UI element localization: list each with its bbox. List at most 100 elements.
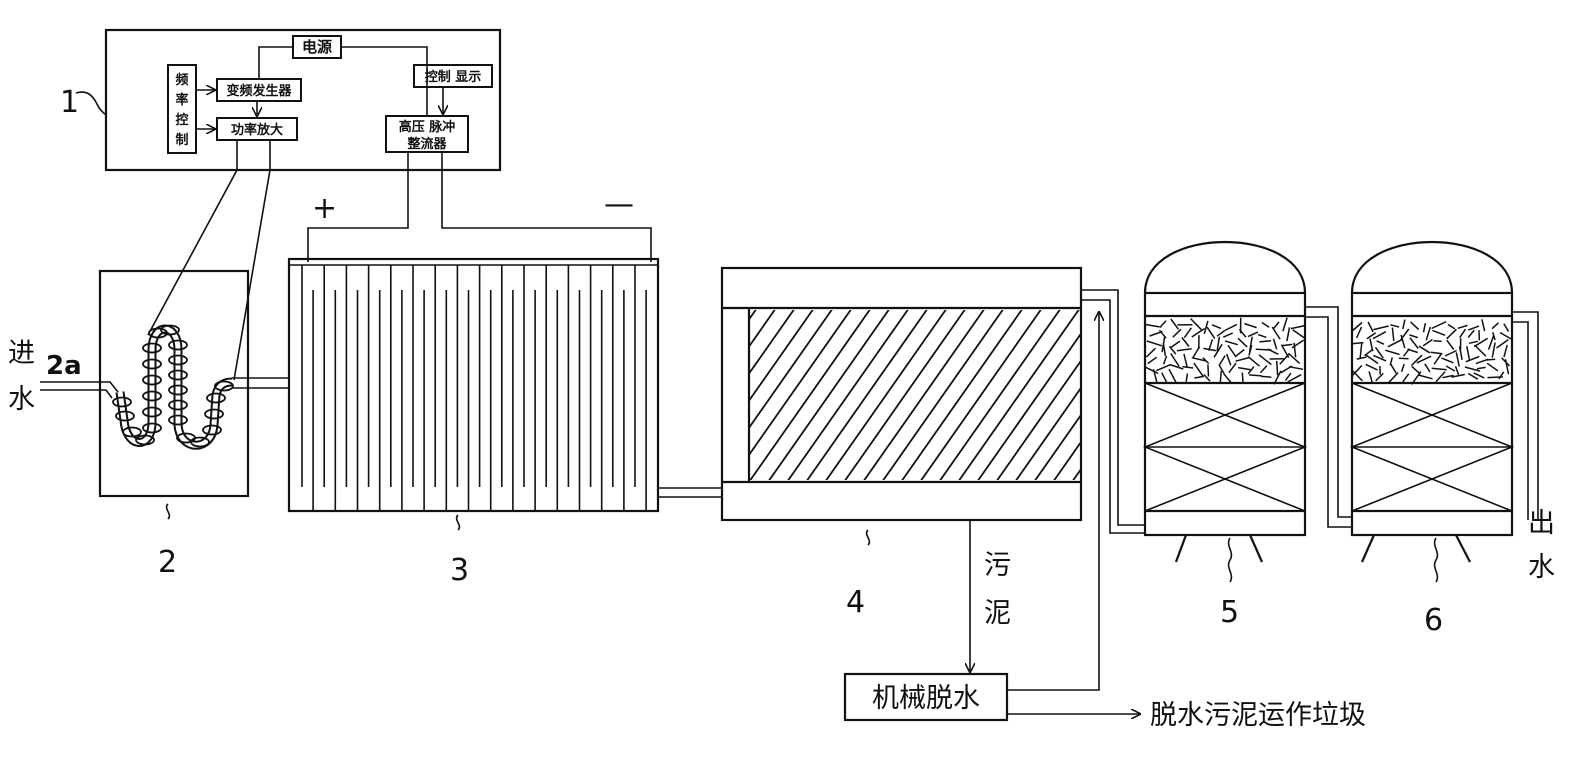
media-grain xyxy=(1481,319,1486,332)
inclined-plate xyxy=(844,310,966,480)
inclined-plate xyxy=(996,360,1080,480)
inclined-plate xyxy=(939,310,1061,480)
coil-tank: 2 进 水 2a xyxy=(8,269,290,580)
media-grain xyxy=(1213,343,1223,358)
inlet-label-bottom: 水 xyxy=(8,384,35,415)
media-grain xyxy=(1486,362,1499,372)
media-grain xyxy=(1367,321,1374,333)
media-grain xyxy=(1376,340,1385,345)
inclined-plate xyxy=(749,310,833,430)
inclined-plate xyxy=(920,310,1042,480)
media-grain xyxy=(1466,346,1471,360)
media-grain xyxy=(1410,321,1420,331)
media-grain xyxy=(1352,364,1363,376)
media-grain xyxy=(1373,354,1387,362)
media-grain xyxy=(1441,357,1454,364)
frequency-control-block xyxy=(167,64,197,154)
media-grain xyxy=(1162,355,1168,365)
media-grain xyxy=(1145,366,1159,375)
electrode-plates xyxy=(301,265,647,511)
media-grain xyxy=(1425,326,1432,341)
coil-turn xyxy=(160,324,180,336)
media-grain xyxy=(1176,347,1192,352)
freq-char-1: 频 xyxy=(175,72,188,88)
coil-turn xyxy=(214,380,234,392)
media-grain xyxy=(1411,365,1421,375)
control-display-block xyxy=(413,64,493,88)
leader-2 xyxy=(165,503,171,520)
freq-char-4: 制 xyxy=(175,132,188,148)
media-grain xyxy=(1400,334,1406,349)
coil-turn xyxy=(168,399,188,411)
media-grain xyxy=(1468,325,1480,331)
coil-label-2a: 2a xyxy=(46,351,82,381)
inclined-plate xyxy=(958,310,1080,480)
coil-turn xyxy=(168,369,188,381)
media-grain xyxy=(1247,366,1255,375)
media-grain xyxy=(1146,340,1163,347)
outlet-label-bottom: 水 xyxy=(1528,552,1555,583)
media-grain xyxy=(1352,370,1363,382)
reactor-frame xyxy=(287,257,660,513)
inlet-label-top: 进 xyxy=(8,338,35,369)
media-grain xyxy=(1418,374,1433,380)
media-grain xyxy=(1284,372,1292,381)
coil-turn xyxy=(142,406,162,418)
media-grain xyxy=(1355,326,1363,339)
media-grain xyxy=(1486,358,1496,361)
inclined-plate xyxy=(977,333,1080,480)
control-display-label: 控制 显示 xyxy=(425,69,482,85)
inclined-plate xyxy=(825,310,947,480)
dewatering-block xyxy=(843,672,1009,722)
coil-turn xyxy=(142,358,162,370)
media-grain xyxy=(1446,339,1455,350)
media-grain xyxy=(1237,337,1248,348)
inclined-plate xyxy=(749,310,871,480)
media-grain xyxy=(1218,355,1226,366)
rectifier-label-1: 高压 脉冲 xyxy=(399,119,456,135)
coil-turn xyxy=(168,414,188,426)
inclined-plate xyxy=(749,310,814,403)
media-grain xyxy=(1447,323,1456,330)
rectifier-label-2: 整流器 xyxy=(406,136,447,152)
control-box: 1 电源 频 率 控 制 变频发生器 功率放大 控制 显示 高压 脉冲 整流器 xyxy=(60,28,502,172)
media-grain xyxy=(1352,321,1363,332)
media-grain xyxy=(1374,346,1384,359)
media-grain xyxy=(1487,335,1495,350)
media-grain xyxy=(1170,352,1180,367)
media-grain xyxy=(1498,371,1505,380)
media-grain xyxy=(1409,337,1419,349)
label-unit-6: 6 xyxy=(1424,603,1443,638)
media-grain xyxy=(1145,347,1157,358)
media-grain xyxy=(1503,344,1508,358)
settler-frame xyxy=(720,266,1083,522)
media-grain xyxy=(1247,356,1260,367)
media-grain xyxy=(1432,329,1446,337)
leader-4 xyxy=(865,529,871,546)
inclined-plate xyxy=(1110,308,1232,482)
dewatering-label: 机械脱水 xyxy=(872,683,980,714)
media-grain xyxy=(1422,323,1427,333)
media-grain xyxy=(1288,365,1304,371)
media-grain xyxy=(1391,327,1395,342)
media-grain xyxy=(1218,364,1225,374)
media-grain xyxy=(1272,338,1278,350)
media-grain xyxy=(1467,329,1475,338)
media-grain xyxy=(1473,337,1488,348)
media-grain xyxy=(1431,367,1447,371)
inclined-plate xyxy=(1015,387,1080,480)
column-5-frame xyxy=(1143,291,1307,537)
media-grain xyxy=(1194,375,1205,379)
inclined-plate xyxy=(1053,441,1080,480)
filter-media-6 xyxy=(1351,319,1513,385)
label-unit-3: 3 xyxy=(450,553,469,588)
media-grain xyxy=(1290,324,1305,330)
coil-turn xyxy=(142,342,162,354)
media-grain xyxy=(1446,328,1457,340)
media-grain xyxy=(1219,370,1223,383)
media-grain xyxy=(1473,344,1487,357)
media-grain xyxy=(1259,364,1268,374)
media-grain xyxy=(1385,349,1400,356)
media-grain xyxy=(1235,356,1250,362)
media-grain xyxy=(1503,323,1510,332)
